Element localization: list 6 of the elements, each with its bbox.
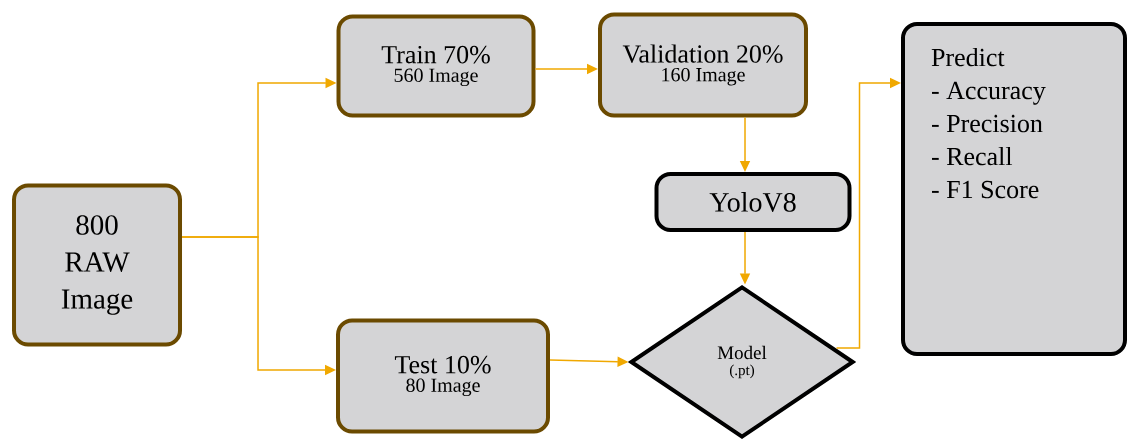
process-box: Test 10% 80 Image: [336, 318, 550, 434]
process-box: Predict - Accuracy - Precision - Recall - F1 Score: [901, 22, 1127, 356]
process-box: YoloV8: [654, 172, 852, 232]
process-box: 800 RAW Image: [12, 183, 182, 347]
process-box: Validation 20% 160 Image: [598, 12, 808, 118]
process-box: Train 70% 560 Image: [336, 14, 536, 118]
